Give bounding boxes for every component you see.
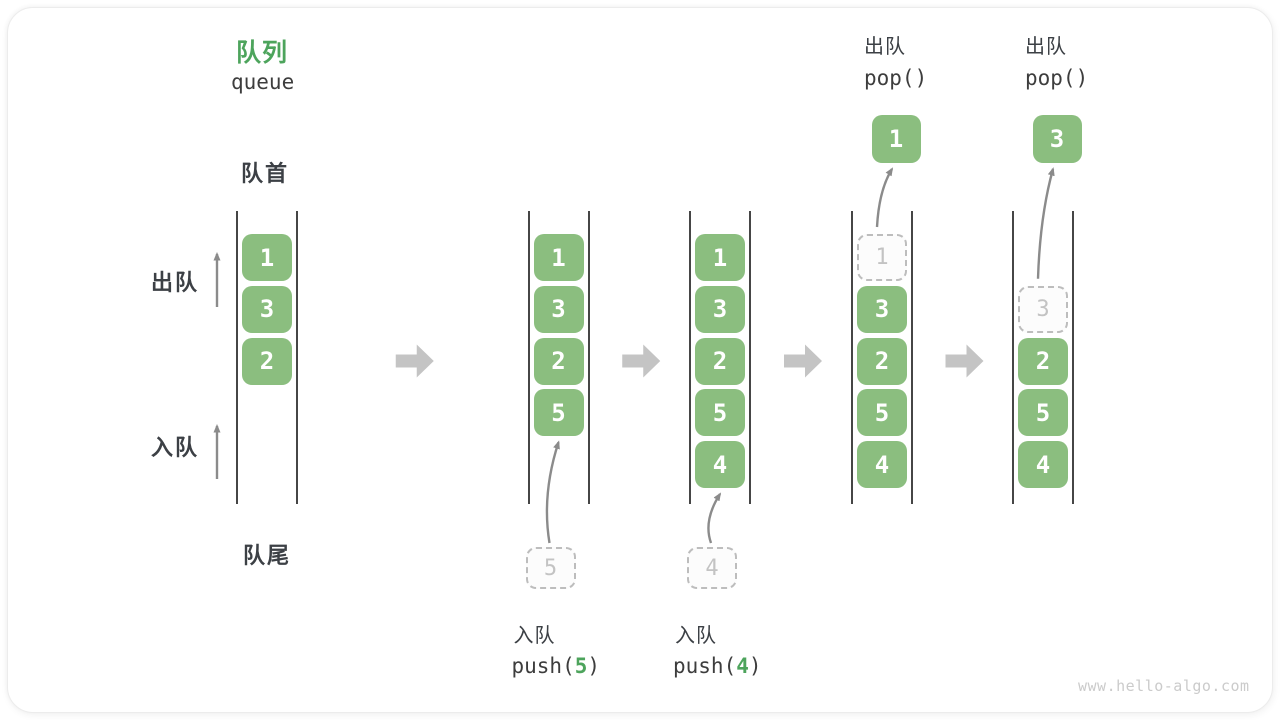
queue-wall-right <box>749 211 751 504</box>
queue-cell: 1 <box>533 234 584 281</box>
label-dequeue-side: 出队 <box>151 270 200 295</box>
enqueue-op-label: 入队 <box>513 625 556 647</box>
queue-cell: 4 <box>695 441 745 488</box>
queue-wall-right <box>1072 211 1074 504</box>
queue-wall-right <box>296 211 298 504</box>
enqueue-op-code: push(4) <box>673 654 762 678</box>
queue-cell: 3 <box>695 285 745 333</box>
queue-wall-right <box>911 211 913 504</box>
dequeue-op-code: pop() <box>1025 66 1089 90</box>
queue-wall-left <box>689 211 691 504</box>
queue-wall-left <box>1012 211 1014 504</box>
queue-wall-left <box>236 211 238 504</box>
queue-cell: 5 <box>857 389 907 437</box>
queue-cell-dashed: 3 <box>1018 285 1068 333</box>
queue-cell: 2 <box>857 337 907 385</box>
queue-cell: 5 <box>533 389 584 437</box>
dequeue-op-code: pop() <box>864 66 928 90</box>
label-enqueue-side: 入队 <box>151 435 200 460</box>
queue-cell: 2 <box>242 337 292 385</box>
enqueue-arg: 5 <box>574 654 588 678</box>
label-queue-rear: 队尾 <box>243 543 292 568</box>
queue-cell: 4 <box>857 441 907 488</box>
queue-cell: 2 <box>695 337 745 385</box>
staged-value-box: 5 <box>525 547 576 589</box>
watermark: www.hello-algo.com <box>1078 677 1250 695</box>
staged-value-box: 4 <box>687 547 737 589</box>
queue-cell-dashed: 1 <box>857 234 907 281</box>
page-subtitle: queue <box>231 70 295 94</box>
dequeue-op-label: 出队 <box>1025 36 1067 58</box>
enqueue-op-code: push(5) <box>511 654 601 678</box>
enqueue-arg: 4 <box>736 654 749 678</box>
enqueue-op-label: 入队 <box>675 625 717 647</box>
dequeue-op-label: 出队 <box>864 36 906 58</box>
page-title: 队列 <box>236 39 289 67</box>
queue-wall-left <box>851 211 853 504</box>
queue-wall-left <box>527 211 530 504</box>
label-queue-front: 队首 <box>241 161 290 186</box>
queue-cell: 3 <box>533 285 584 333</box>
queue-cell: 5 <box>695 389 745 437</box>
queue-cell: 5 <box>1018 389 1068 437</box>
popped-value-box: 3 <box>1032 115 1082 163</box>
queue-cell: 3 <box>242 285 292 333</box>
diagram-card <box>7 7 1273 713</box>
queue-wall-right <box>587 211 590 504</box>
queue-cell: 2 <box>533 337 584 385</box>
popped-value-box: 1 <box>871 115 921 163</box>
queue-cell: 1 <box>695 234 745 281</box>
queue-cell: 4 <box>1018 441 1068 488</box>
queue-cell: 2 <box>1018 337 1068 385</box>
queue-cell: 3 <box>857 285 907 333</box>
queue-cell: 1 <box>242 234 292 281</box>
